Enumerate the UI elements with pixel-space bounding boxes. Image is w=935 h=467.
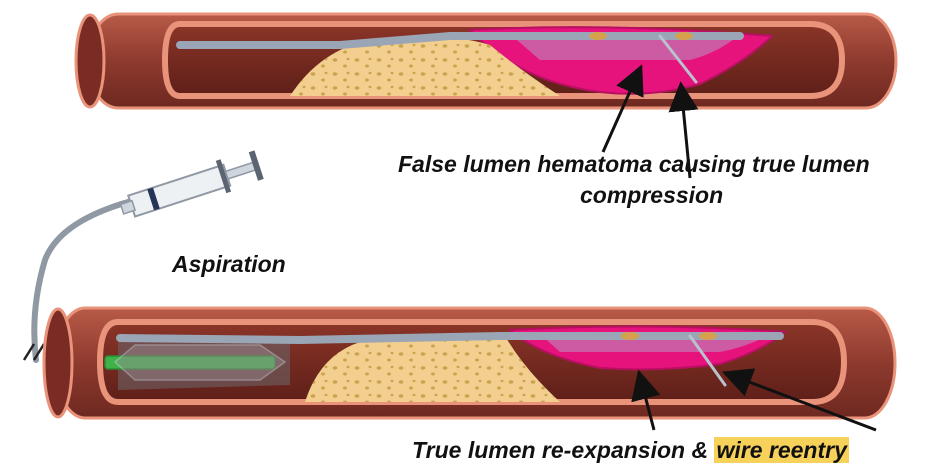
top-vessel [76,14,896,108]
bottom-vessel [44,308,895,418]
top-vessel-end-left [76,15,104,107]
label-aspiration: Aspiration [172,253,286,276]
label-reexpansion: True lumen re-expansion & wire reentry [412,439,849,462]
bottom-marker-2 [699,332,717,340]
syringe-barrel [128,165,230,217]
bottom-marker-1 [621,332,639,340]
label-wire-reentry-highlight: wire reentry [714,437,848,463]
bottom-vessel-end-left [44,309,72,417]
top-marker-1 [589,32,607,40]
bottom-guidewire [120,336,780,340]
top-marker-2 [675,32,693,40]
balloon-shell [115,345,285,380]
label-hematoma-line1: False lumen hematoma causing true lumen [398,153,870,176]
syringe-plunger [226,162,257,179]
label-hematoma-line2: compression [580,184,723,207]
label-reexpansion-prefix: True lumen re-expansion & [412,437,714,463]
